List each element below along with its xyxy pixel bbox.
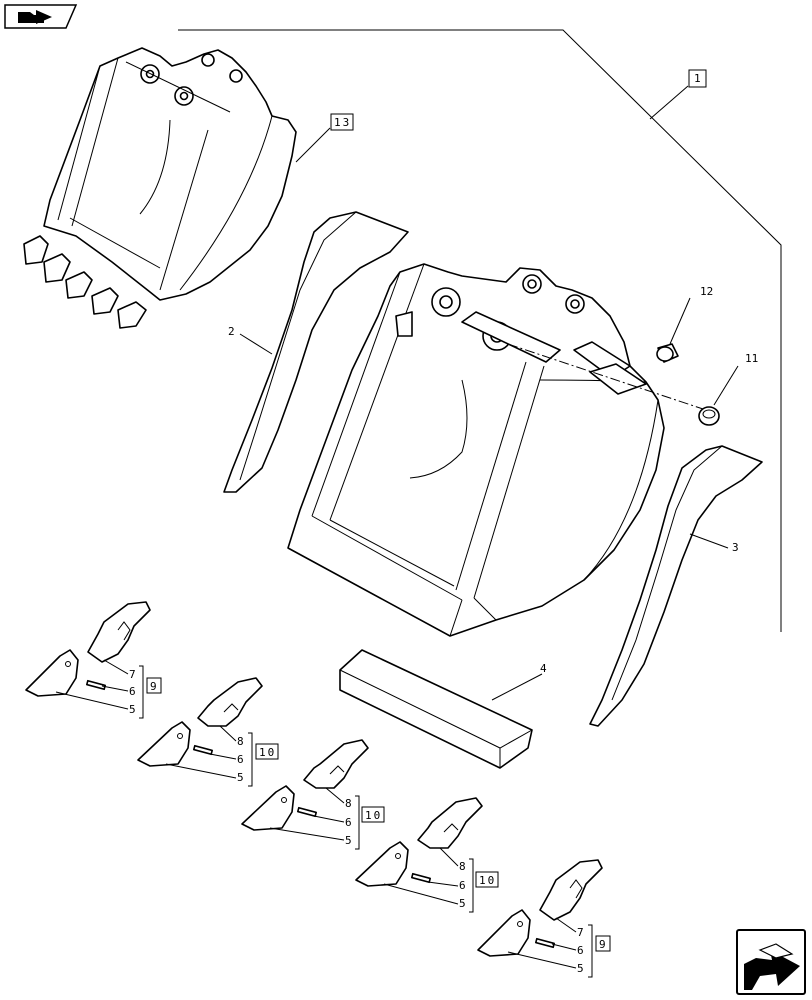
svg-text:1: 1 <box>694 72 703 85</box>
tooth-group-3 <box>241 739 369 841</box>
label-6-group1[interactable]: 6 <box>129 685 136 698</box>
callout-1[interactable]: 1 <box>688 69 707 88</box>
label-6-group4[interactable]: 6 <box>459 879 466 892</box>
label-12[interactable]: 12 <box>700 285 713 298</box>
tooth-group-5 <box>477 859 603 969</box>
label-3[interactable]: 3 <box>732 541 739 554</box>
svg-text:9: 9 <box>150 680 159 693</box>
kit-callout-9-group5[interactable]: 9 <box>595 935 611 952</box>
svg-text:9: 9 <box>599 938 608 951</box>
label-7-group1[interactable]: 7 <box>129 668 136 681</box>
side-cutter-right <box>589 445 763 727</box>
next-page-arrow-icon[interactable] <box>736 929 806 995</box>
kit-callout-10-group3[interactable]: 10 <box>361 806 385 823</box>
svg-text:10: 10 <box>365 809 382 822</box>
bushing-12 <box>656 343 679 363</box>
label-5-group1[interactable]: 5 <box>129 703 136 716</box>
label-5-group2[interactable]: 5 <box>237 771 244 784</box>
label-8-group2[interactable]: 8 <box>237 735 244 748</box>
label-7-group5[interactable]: 7 <box>577 926 584 939</box>
side-cutter-left <box>223 211 409 493</box>
svg-text:13: 13 <box>334 116 351 129</box>
label-6-group5[interactable]: 6 <box>577 944 584 957</box>
kit-callout-10-group2[interactable]: 10 <box>255 743 279 760</box>
label-6-group2[interactable]: 6 <box>237 753 244 766</box>
tooth-group-4 <box>355 797 483 905</box>
label-4[interactable]: 4 <box>540 662 547 675</box>
label-11[interactable]: 11 <box>745 352 758 365</box>
kit-callout-10-group4[interactable]: 10 <box>475 871 499 888</box>
cutting-edge <box>339 649 533 769</box>
label-6-group3[interactable]: 6 <box>345 816 352 829</box>
svg-text:10: 10 <box>259 746 276 759</box>
label-8-group3[interactable]: 8 <box>345 797 352 810</box>
tooth-group-2 <box>137 677 263 779</box>
main-bucket <box>287 263 665 637</box>
label-5-group4[interactable]: 5 <box>459 897 466 910</box>
label-8-group4[interactable]: 8 <box>459 860 466 873</box>
folder-arrow-icon[interactable] <box>4 4 78 29</box>
small-bucket <box>23 47 297 329</box>
svg-text:10: 10 <box>479 874 496 887</box>
bushing-11 <box>698 406 720 426</box>
callout-13[interactable]: 13 <box>330 113 354 131</box>
kit-callout-9-group1[interactable]: 9 <box>146 677 162 694</box>
assembly-leader-line <box>178 29 782 632</box>
label-5-group5[interactable]: 5 <box>577 962 584 975</box>
label-2[interactable]: 2 <box>228 325 235 338</box>
tooth-group-1 <box>25 601 151 710</box>
label-5-group3[interactable]: 5 <box>345 834 352 847</box>
